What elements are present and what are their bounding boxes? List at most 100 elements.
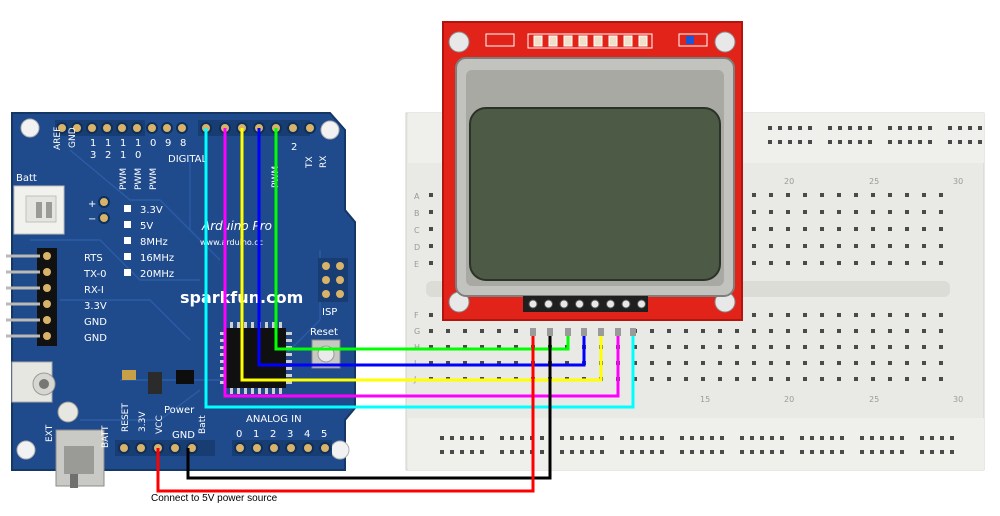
- analog-pin-number: 1: [253, 429, 259, 440]
- serial-pin-label: 3.3V: [84, 301, 107, 312]
- breadboard-hole: [786, 261, 790, 265]
- arduino-pro-board: AREF GND 1 1 1 1 0 9 8 3 2 1 0 PWM PWM P…: [6, 112, 356, 488]
- breadboard-hole: [871, 210, 875, 214]
- breadboard-hole: [978, 126, 982, 130]
- breadboard-hole: [900, 450, 904, 454]
- breadboard-hole: [871, 244, 875, 248]
- breadboard-hole: [888, 244, 892, 248]
- breadboard-hole: [939, 193, 943, 197]
- wires: [156, 128, 635, 493]
- chip-leg: [286, 360, 292, 363]
- breadboard-hole: [828, 140, 832, 144]
- breadboard-hole: [770, 436, 774, 440]
- breadboard-column-numbers: 20 25 30 15 20 25 30: [700, 177, 963, 404]
- header-pad: [43, 300, 51, 308]
- header-pin: [6, 302, 40, 306]
- breadboard-hole: [752, 261, 756, 265]
- plus-sign: +: [88, 199, 96, 210]
- breadboard-hole: [560, 436, 564, 440]
- wire-cyan: [204, 128, 635, 409]
- breadboard-hole: [718, 345, 722, 349]
- breadboard-hole: [497, 345, 501, 349]
- breadboard-hole: [854, 313, 858, 317]
- chip-leg: [220, 346, 226, 349]
- breadboard-hole: [680, 450, 684, 454]
- mounting-hole: [20, 118, 40, 138]
- breadboard-hole: [450, 436, 454, 440]
- breadboard-hole: [630, 450, 634, 454]
- breadboard-hole: [514, 361, 518, 365]
- chip-leg: [279, 388, 282, 394]
- breadboard-hole: [905, 361, 909, 365]
- breadboard-hole: [871, 345, 875, 349]
- breadboard-hole: [580, 450, 584, 454]
- breadboard-hole: [905, 210, 909, 214]
- chip-leg: [230, 322, 233, 328]
- breadboard-hole: [650, 361, 654, 365]
- header-pad: [71, 122, 83, 134]
- breadboard-hole: [660, 436, 664, 440]
- r1-footprint: [485, 33, 515, 47]
- breadboard-hole: [837, 377, 841, 381]
- breadboard-hole: [667, 377, 671, 381]
- breadboard-hole: [684, 377, 688, 381]
- pin-number: 1: [90, 138, 96, 149]
- spec-option: 8MHz: [140, 237, 168, 248]
- spec-option: 5V: [140, 221, 153, 232]
- spec-checkbox: [124, 205, 131, 212]
- solder-pad: [98, 196, 110, 208]
- chip-leg: [244, 388, 247, 394]
- serial-pin-label: TX-0: [83, 269, 106, 280]
- breadboard-hole: [460, 436, 464, 440]
- breadboard-hole: [768, 140, 772, 144]
- breadboard-hole: [854, 227, 858, 231]
- breadboard-hole: [650, 450, 654, 454]
- lcd-top-pad: [578, 35, 588, 47]
- breadboard-hole: [968, 140, 972, 144]
- breadboard-hole: [854, 244, 858, 248]
- chip-leg: [251, 322, 254, 328]
- lcd-pin: [544, 299, 553, 309]
- breadboard-hole: [684, 329, 688, 333]
- breadboard-hole: [940, 450, 944, 454]
- breadboard-hole: [837, 244, 841, 248]
- breadboard-hole: [788, 140, 792, 144]
- breadboard-hole: [888, 193, 892, 197]
- column-number: 30: [953, 395, 963, 404]
- lcd-pin: [606, 299, 615, 309]
- breadboard-hole: [922, 261, 926, 265]
- breadboard-hole: [803, 193, 807, 197]
- serial-header: [6, 248, 57, 346]
- breadboard-hole: [778, 126, 782, 130]
- ext-batt-switch[interactable]: [55, 429, 105, 488]
- minus-sign: −: [88, 214, 96, 225]
- breadboard-hole: [939, 227, 943, 231]
- breadboard-hole: [735, 329, 739, 333]
- digital-label: DIGITAL: [168, 154, 208, 165]
- breadboard-hole: [950, 450, 954, 454]
- breadboard-hole: [837, 261, 841, 265]
- lcd-top-pad: [548, 35, 558, 47]
- pin-number: 0: [150, 138, 156, 149]
- breadboard-hole: [840, 450, 844, 454]
- breadboard-hole: [854, 329, 858, 333]
- breadboard-hole: [640, 436, 644, 440]
- board-url: www.arduino.cc: [200, 238, 263, 247]
- breadboard-hole: [718, 377, 722, 381]
- batt-label: Batt: [16, 173, 37, 184]
- header-pad: [287, 122, 299, 134]
- breadboard-hole: [918, 126, 922, 130]
- breadboard-hole: [854, 261, 858, 265]
- breadboard-hole: [928, 126, 932, 130]
- breadboard-hole: [650, 329, 654, 333]
- analog-pin-number: 5: [321, 429, 327, 440]
- breadboard-hole: [820, 377, 824, 381]
- breadboard-hole: [905, 244, 909, 248]
- breadboard-hole: [786, 361, 790, 365]
- breadboard-hole: [948, 140, 952, 144]
- analog-pin-number: 0: [236, 429, 242, 440]
- breadboard-hole: [860, 436, 864, 440]
- power-jack: [11, 361, 79, 423]
- pin-number: 1: [120, 138, 126, 149]
- wire-black: [186, 333, 552, 480]
